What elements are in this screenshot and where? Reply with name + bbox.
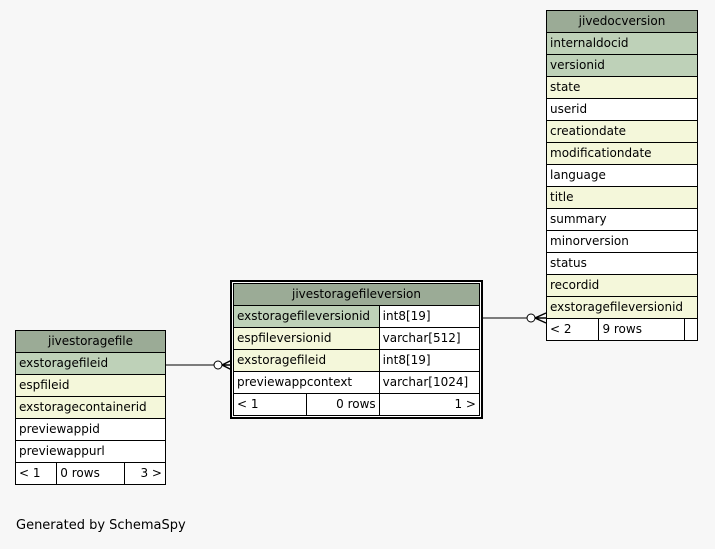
relationship-optional-marker [213, 360, 223, 370]
column-status[interactable]: status [546, 252, 698, 275]
table-jivestoragefileversion[interactable]: jivestoragefileversion exstoragefilevers… [233, 283, 481, 416]
column-exstoragecontainerid[interactable]: exstoragecontainerid [15, 396, 166, 419]
footer-rows: 0 rows [56, 462, 125, 485]
column-exstoragefileversionid[interactable]: exstoragefileversionid [233, 305, 380, 328]
column-previewappid[interactable]: previewappid [15, 418, 166, 441]
column-exstoragefileversionid[interactable]: exstoragefileversionid [546, 296, 698, 319]
column-type: varchar[1024] [378, 371, 481, 394]
column-type: varchar[512] [378, 327, 481, 350]
column-recordid[interactable]: recordid [546, 274, 698, 297]
column-internaldocid[interactable]: internaldocid [546, 32, 698, 55]
footer-rows: 9 rows [598, 318, 686, 341]
footer-parents: < 2 [545, 318, 600, 341]
footer-parents: < 1 [233, 393, 307, 416]
column-espfileversionid[interactable]: espfileversionid [233, 327, 380, 350]
footer-parents: < 1 [14, 462, 58, 485]
footer-children: 3 > [123, 462, 167, 485]
column-creationdate[interactable]: creationdate [546, 120, 698, 143]
footer-rows: 0 rows [306, 393, 380, 416]
footer-children: 1 > [378, 393, 481, 416]
column-language[interactable]: language [546, 164, 698, 187]
column-exstoragefileid[interactable]: exstoragefileid [15, 352, 166, 375]
column-title[interactable]: title [546, 186, 698, 209]
footer-children [684, 318, 698, 341]
column-state[interactable]: state [546, 76, 698, 99]
relationship-many-marker [534, 312, 547, 324]
column-type: int8[19] [378, 349, 481, 372]
table-title[interactable]: jivedocversion [546, 10, 698, 33]
column-previewappcontext[interactable]: previewappcontext [233, 371, 380, 394]
column-modificationdate[interactable]: modificationdate [546, 142, 698, 165]
column-minorversion[interactable]: minorversion [546, 230, 698, 253]
generated-by-caption: Generated by SchemaSpy [16, 518, 186, 533]
column-userid[interactable]: userid [546, 98, 698, 121]
table-title[interactable]: jivestoragefileversion [233, 283, 480, 306]
column-exstoragefileid[interactable]: exstoragefileid [233, 349, 380, 372]
column-versionid[interactable]: versionid [546, 54, 698, 77]
column-espfileid[interactable]: espfileid [15, 374, 166, 397]
table-jivedocversion[interactable]: jivedocversion internaldocid versionid s… [545, 10, 698, 341]
table-jivestoragefile[interactable]: jivestoragefile exstoragefileid espfilei… [14, 330, 167, 485]
focus-table-frame: jivestoragefileversion exstoragefilevers… [230, 280, 483, 419]
column-previewappurl[interactable]: previewappurl [15, 440, 166, 463]
column-summary[interactable]: summary [546, 208, 698, 231]
relationship-optional-marker [526, 313, 536, 323]
table-title[interactable]: jivestoragefile [15, 330, 166, 353]
column-type: int8[19] [378, 305, 481, 328]
